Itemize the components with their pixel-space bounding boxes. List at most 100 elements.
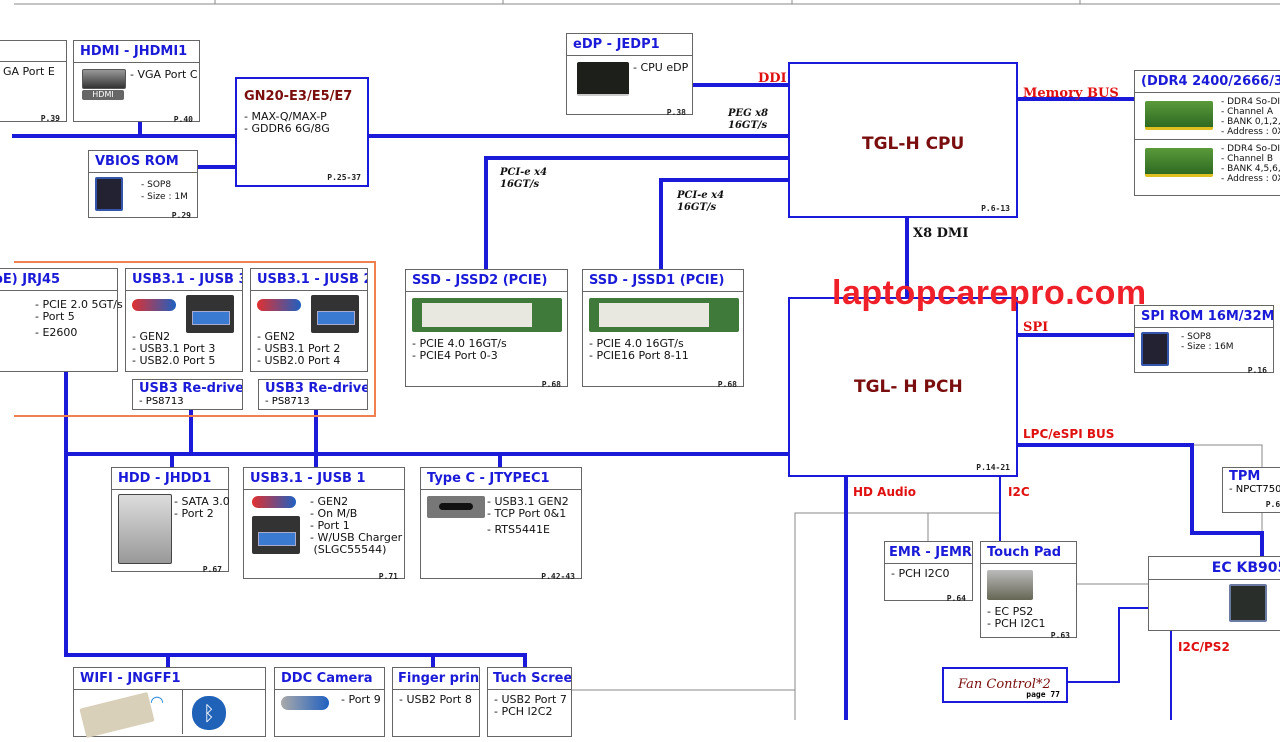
hd-audio-label: HD Audio	[853, 485, 916, 499]
jusb3-line: - USB2.0 Port 5	[132, 354, 216, 367]
redriver1-title: USB3 Re-driver	[139, 381, 242, 396]
dimm-b-line: - Channel B	[1221, 154, 1274, 164]
vga-port-box[interactable]: GA Port E P.39	[0, 40, 67, 123]
usb3-redriver-1[interactable]: USB3 Re-driver - PS8713	[132, 379, 243, 410]
jusb2-line: - USB3.1 Port 2	[257, 342, 341, 355]
touchscreen-box[interactable]: Tuch Screen - USB2 Port 7 - PCH I2C2	[487, 667, 572, 737]
touchpad-page: P.63	[1050, 631, 1070, 640]
cpu-page: P.6-13	[981, 204, 1010, 213]
ssd2-title: SSD - JSSD2 (PCIE)	[406, 270, 567, 292]
emr-line: - PCH I2C0	[891, 567, 950, 580]
ddr4-box[interactable]: (DDR4 2400/2666/3200) - DDR4 So-DIMM - C…	[1134, 70, 1280, 196]
gpu-chip[interactable]: GN20-E3/E5/E7 - MAX-Q/MAX-P - GDDR6 6G/8…	[235, 77, 369, 187]
ddr4-title: (DDR4 2400/2666/3200)	[1135, 71, 1280, 93]
edp-page: P.38	[666, 108, 686, 117]
ssd1-line: - PCIE16 Port 8-11	[589, 349, 689, 362]
redriver2-title: USB3 Re-driver	[265, 381, 367, 396]
lpc-label: LPC/eSPI BUS	[1023, 427, 1115, 441]
emr-page: P.64	[946, 594, 966, 603]
hdd-title: HDD - JHDD1	[112, 468, 228, 490]
watermark-text: laptopcarepro.com	[832, 274, 1147, 312]
pch-chip[interactable]: TGL- H PCH P.14-21	[788, 297, 1018, 477]
sop8-chip-icon	[1141, 332, 1169, 366]
usb-logo-icon	[281, 696, 329, 710]
emr-box[interactable]: EMR - JEMR1 - PCH I2C0 P.64	[884, 541, 973, 603]
tpm-page: P.66	[1265, 500, 1280, 509]
camera-box[interactable]: DDC Camera - Port 9	[274, 667, 385, 737]
vbios-rom-box[interactable]: VBIOS ROM - SOP8- Size : 1M P.29	[88, 150, 198, 220]
wifi-box[interactable]: WIFI - JNGFF1 ◠ ᛒ	[73, 667, 266, 739]
camera-title: DDC Camera	[275, 668, 384, 690]
vbios-line: - SOP8	[141, 180, 172, 190]
fan-control-box[interactable]: Fan Control*2 page 77	[942, 667, 1068, 703]
m2-ssd-icon	[412, 298, 562, 332]
ec-title: EC KB9052	[1149, 557, 1280, 580]
jusb3-title: USB3.1 - JUSB 3	[126, 269, 242, 291]
edp-box[interactable]: eDP - JEDP1 - CPU eDP P.38	[566, 33, 693, 117]
spirom-line: - SOP8	[1181, 332, 1212, 342]
ssd1-box[interactable]: SSD - JSSD1 (PCIE) - PCIE 4.0 16GT/s - P…	[582, 269, 744, 389]
hdd-box[interactable]: HDD - JHDD1 - SATA 3.0 - Port 2 P.67	[111, 467, 230, 574]
jusb3-box[interactable]: USB3.1 - JUSB 3 - GEN2 - USB3.1 Port 3 -…	[125, 268, 243, 372]
jusb1-box[interactable]: USB3.1 - JUSB 1 - GEN2 - On M/B - Port 1…	[243, 467, 405, 581]
jusb2-line: - GEN2	[257, 330, 296, 343]
memory-bus-label: Memory BUS	[1023, 86, 1119, 101]
i2c-ps2-label: I2C/PS2	[1178, 640, 1230, 654]
hdmi-box[interactable]: HDMI - JHDMI1 HDMI - VGA Port C P.40	[73, 40, 200, 124]
spi-rom-box[interactable]: SPI ROM 16M/32M - SOP8- Size : 16M P.16	[1134, 305, 1274, 375]
rj45-box[interactable]: (GbE) JRJ45 - PCIE 2.0 5GT/s - Port 5 - …	[0, 268, 123, 372]
jusb2-box[interactable]: USB3.1 - JUSB 2 - GEN2 - USB3.1 Port 2 -…	[250, 268, 368, 372]
hdmi-badge: HDMI	[82, 90, 124, 100]
ec-box[interactable]: EC KB9052	[1148, 556, 1280, 631]
sop8-chip-icon	[95, 177, 123, 211]
ssd1-title: SSD - JSSD1 (PCIE)	[583, 270, 743, 292]
typec-box[interactable]: Type C - JTYPEC1 - USB3.1 GEN2 - TCP Por…	[420, 467, 582, 581]
touchpad-box[interactable]: Touch Pad - EC PS2 - PCH I2C1 P.63	[980, 541, 1077, 640]
dimm-a-line: - BANK 0,1,2,3	[1221, 117, 1280, 127]
bus-wiring	[12, 0, 1280, 720]
tpm-box[interactable]: TPM - NPCT750 P.66	[1222, 467, 1280, 513]
dmi-label: X8 DMI	[913, 226, 969, 241]
cpu-title: TGL-H CPU	[862, 134, 965, 154]
blue-buses-thin	[999, 476, 1172, 720]
fan-control-page: page 77	[1026, 690, 1060, 699]
superspeed-usb-logo-icon	[252, 496, 296, 508]
usb-group-border	[14, 261, 376, 417]
typec-line: - USB3.1 GEN2	[487, 495, 569, 508]
ssd1-line: - PCIE 4.0 16GT/s	[589, 337, 684, 350]
usb-port-icon	[252, 516, 300, 554]
vga-line: GA Port E	[3, 65, 55, 78]
fan-control-title: Fan Control*2	[958, 677, 1051, 692]
usb3-redriver-2[interactable]: USB3 Re-driver - PS8713	[258, 379, 368, 410]
jusb1-title: USB3.1 - JUSB 1	[244, 468, 404, 490]
fingerprint-box[interactable]: Finger print - USB2 Port 8	[392, 667, 480, 737]
ssd2-line: - PCIE4 Port 0-3	[412, 349, 498, 362]
ssd2-box[interactable]: SSD - JSSD2 (PCIE) - PCIE 4.0 16GT/s - P…	[405, 269, 568, 389]
wifi-divider	[182, 690, 183, 734]
cpu-chip[interactable]: TGL-H CPU P.6-13	[788, 62, 1018, 218]
vbios-line: - Size : 1M	[141, 192, 188, 202]
rj45-line: - PCIE 2.0 5GT/s	[35, 298, 123, 311]
jusb2-line: - USB2.0 Port 4	[257, 354, 341, 367]
jusb1-line: - GEN2	[310, 495, 349, 508]
superspeed-usb-logo-icon	[257, 299, 301, 311]
peg-speed: 16GT/s	[728, 120, 768, 131]
ssd2-line: - PCIE 4.0 16GT/s	[412, 337, 507, 350]
hdd-line: - SATA 3.0	[174, 495, 230, 508]
wifi-card-icon	[79, 691, 155, 739]
dimm-a-icon	[1145, 101, 1213, 130]
emr-title: EMR - JEMR1	[885, 542, 972, 564]
vga-page: P.39	[40, 114, 60, 123]
wifi-signal-icon: ◠	[150, 692, 164, 711]
dimm-b-icon	[1145, 148, 1213, 177]
typec-title: Type C - JTYPEC1	[421, 468, 581, 490]
ec-chip-icon	[1229, 584, 1267, 622]
typec-page: P.42-43	[541, 572, 575, 581]
touchscreen-line: - USB2 Port 7	[494, 693, 567, 706]
touchpad-icon	[987, 570, 1033, 600]
spirom-line: - Size : 16M	[1181, 342, 1234, 352]
jusb2-title: USB3.1 - JUSB 2	[251, 269, 367, 291]
rj45-title: (GbE) JRJ45	[0, 269, 117, 291]
jusb1-line: - On M/B	[310, 507, 358, 520]
camera-line: - Port 9	[341, 693, 381, 706]
